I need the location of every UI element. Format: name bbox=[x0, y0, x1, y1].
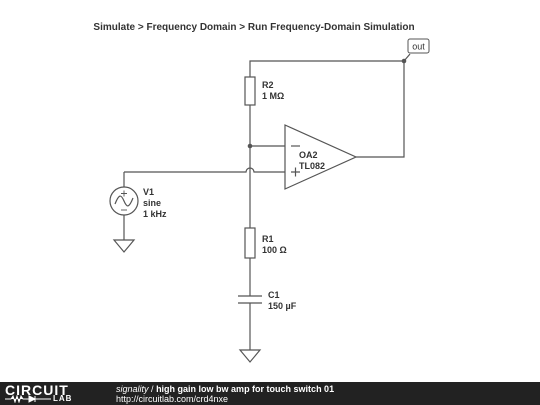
oa2-model: TL082 bbox=[299, 161, 325, 171]
circuit-url[interactable]: http://circuitlab.com/crd4nxe bbox=[116, 394, 229, 404]
circuitlab-logo[interactable]: CIRCUIT LAB bbox=[5, 382, 105, 405]
opamp-oa2[interactable] bbox=[284, 124, 358, 190]
out-label-text: out bbox=[412, 42, 425, 52]
wire-noninv-input bbox=[124, 167, 285, 173]
plus-sign-icon bbox=[291, 167, 300, 177]
oa2-name: OA2 bbox=[299, 150, 318, 160]
r1-name: R1 bbox=[262, 234, 274, 244]
footer-bar: CIRCUIT LAB signality / high gain low bw… bbox=[0, 382, 540, 405]
capacitor-c1[interactable] bbox=[238, 295, 262, 304]
sine-wave-icon bbox=[114, 195, 134, 207]
wire-top bbox=[249, 60, 405, 158]
r2-value: 1 MΩ bbox=[262, 91, 284, 101]
resistor-r2[interactable] bbox=[244, 76, 256, 106]
ground-c1-icon bbox=[238, 349, 262, 363]
author-link[interactable]: signality bbox=[116, 384, 149, 394]
logo-symbol-icon bbox=[5, 395, 51, 403]
circuit-title[interactable]: high gain low bw amp for touch switch 01 bbox=[156, 384, 335, 394]
out-label-tag[interactable]: out bbox=[403, 38, 430, 62]
ground-v1-icon bbox=[112, 239, 136, 253]
junction-node bbox=[247, 143, 253, 149]
breadcrumb[interactable]: Simulate > Frequency Domain > Run Freque… bbox=[93, 22, 414, 33]
footer-title-line: signality / high gain low bw amp for tou… bbox=[116, 384, 334, 394]
v1-type: sine bbox=[143, 198, 161, 208]
resistor-r1[interactable] bbox=[244, 227, 256, 259]
r2-name: R2 bbox=[262, 80, 274, 90]
v1-name: V1 bbox=[143, 187, 154, 197]
logo-lab-text: LAB bbox=[53, 394, 73, 403]
r1-value: 100 Ω bbox=[262, 245, 287, 255]
v1-plus-icon bbox=[121, 190, 127, 197]
v1-freq: 1 kHz bbox=[143, 209, 167, 219]
c1-name: C1 bbox=[268, 290, 280, 300]
schematic-canvas: Simulate > Frequency Domain > Run Freque… bbox=[93, 22, 430, 363]
c1-value: 150 µF bbox=[268, 301, 297, 311]
separator: / bbox=[151, 384, 154, 394]
logo-circuit-text: CIRCUIT bbox=[5, 382, 69, 398]
